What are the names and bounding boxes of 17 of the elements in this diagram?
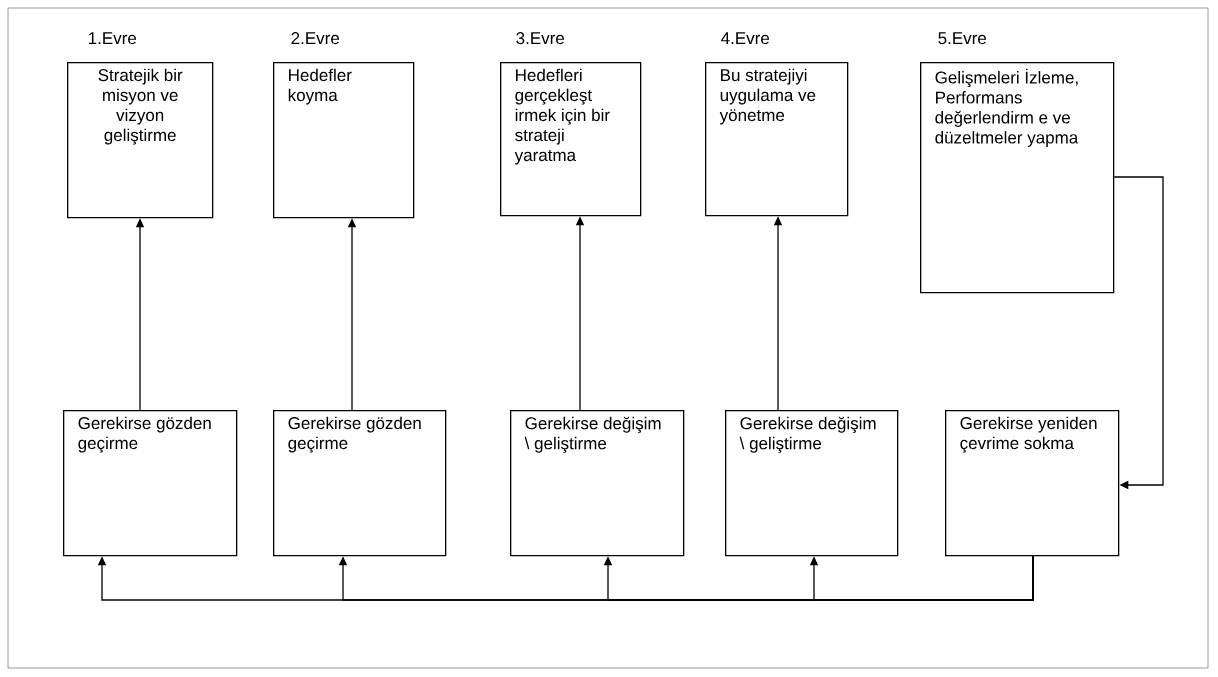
phase-heading: 2.Evre [291, 32, 340, 45]
revision-box: Gerekirse gözden geçirme [63, 410, 238, 557]
arrow [809, 555, 1034, 601]
revision-box: Gerekirse yeniden çevrime sokma [945, 410, 1120, 557]
phase-box: Stratejik bir misyon ve vizyon geliştirme [67, 62, 214, 219]
arrow [1113, 176, 1164, 490]
phase-heading: 4.Evre [721, 32, 770, 45]
phase-box: Bu stratejiyi uygulama ve yönetme [705, 62, 849, 217]
phase-box: Gelişmeleri İzleme, Performans değerlendirm e ve düzeltmeler yapma [920, 62, 1115, 294]
revision-box: Gerekirse değişim \ geliştirme [725, 410, 899, 557]
revision-box: Gerekirse değişim \ geliştirme [510, 410, 685, 557]
phase-box: Hedefleri gerçekleşt irmek için bir strateji yaratma [500, 62, 642, 217]
phase-heading: 3.Evre [516, 32, 565, 45]
phase-box: Hedefler koyma [273, 62, 415, 219]
revision-box: Gerekirse gözden geçirme [273, 410, 447, 557]
phase-heading: 1.Evre [88, 32, 137, 45]
phase-heading: 5.Evre [938, 32, 987, 45]
